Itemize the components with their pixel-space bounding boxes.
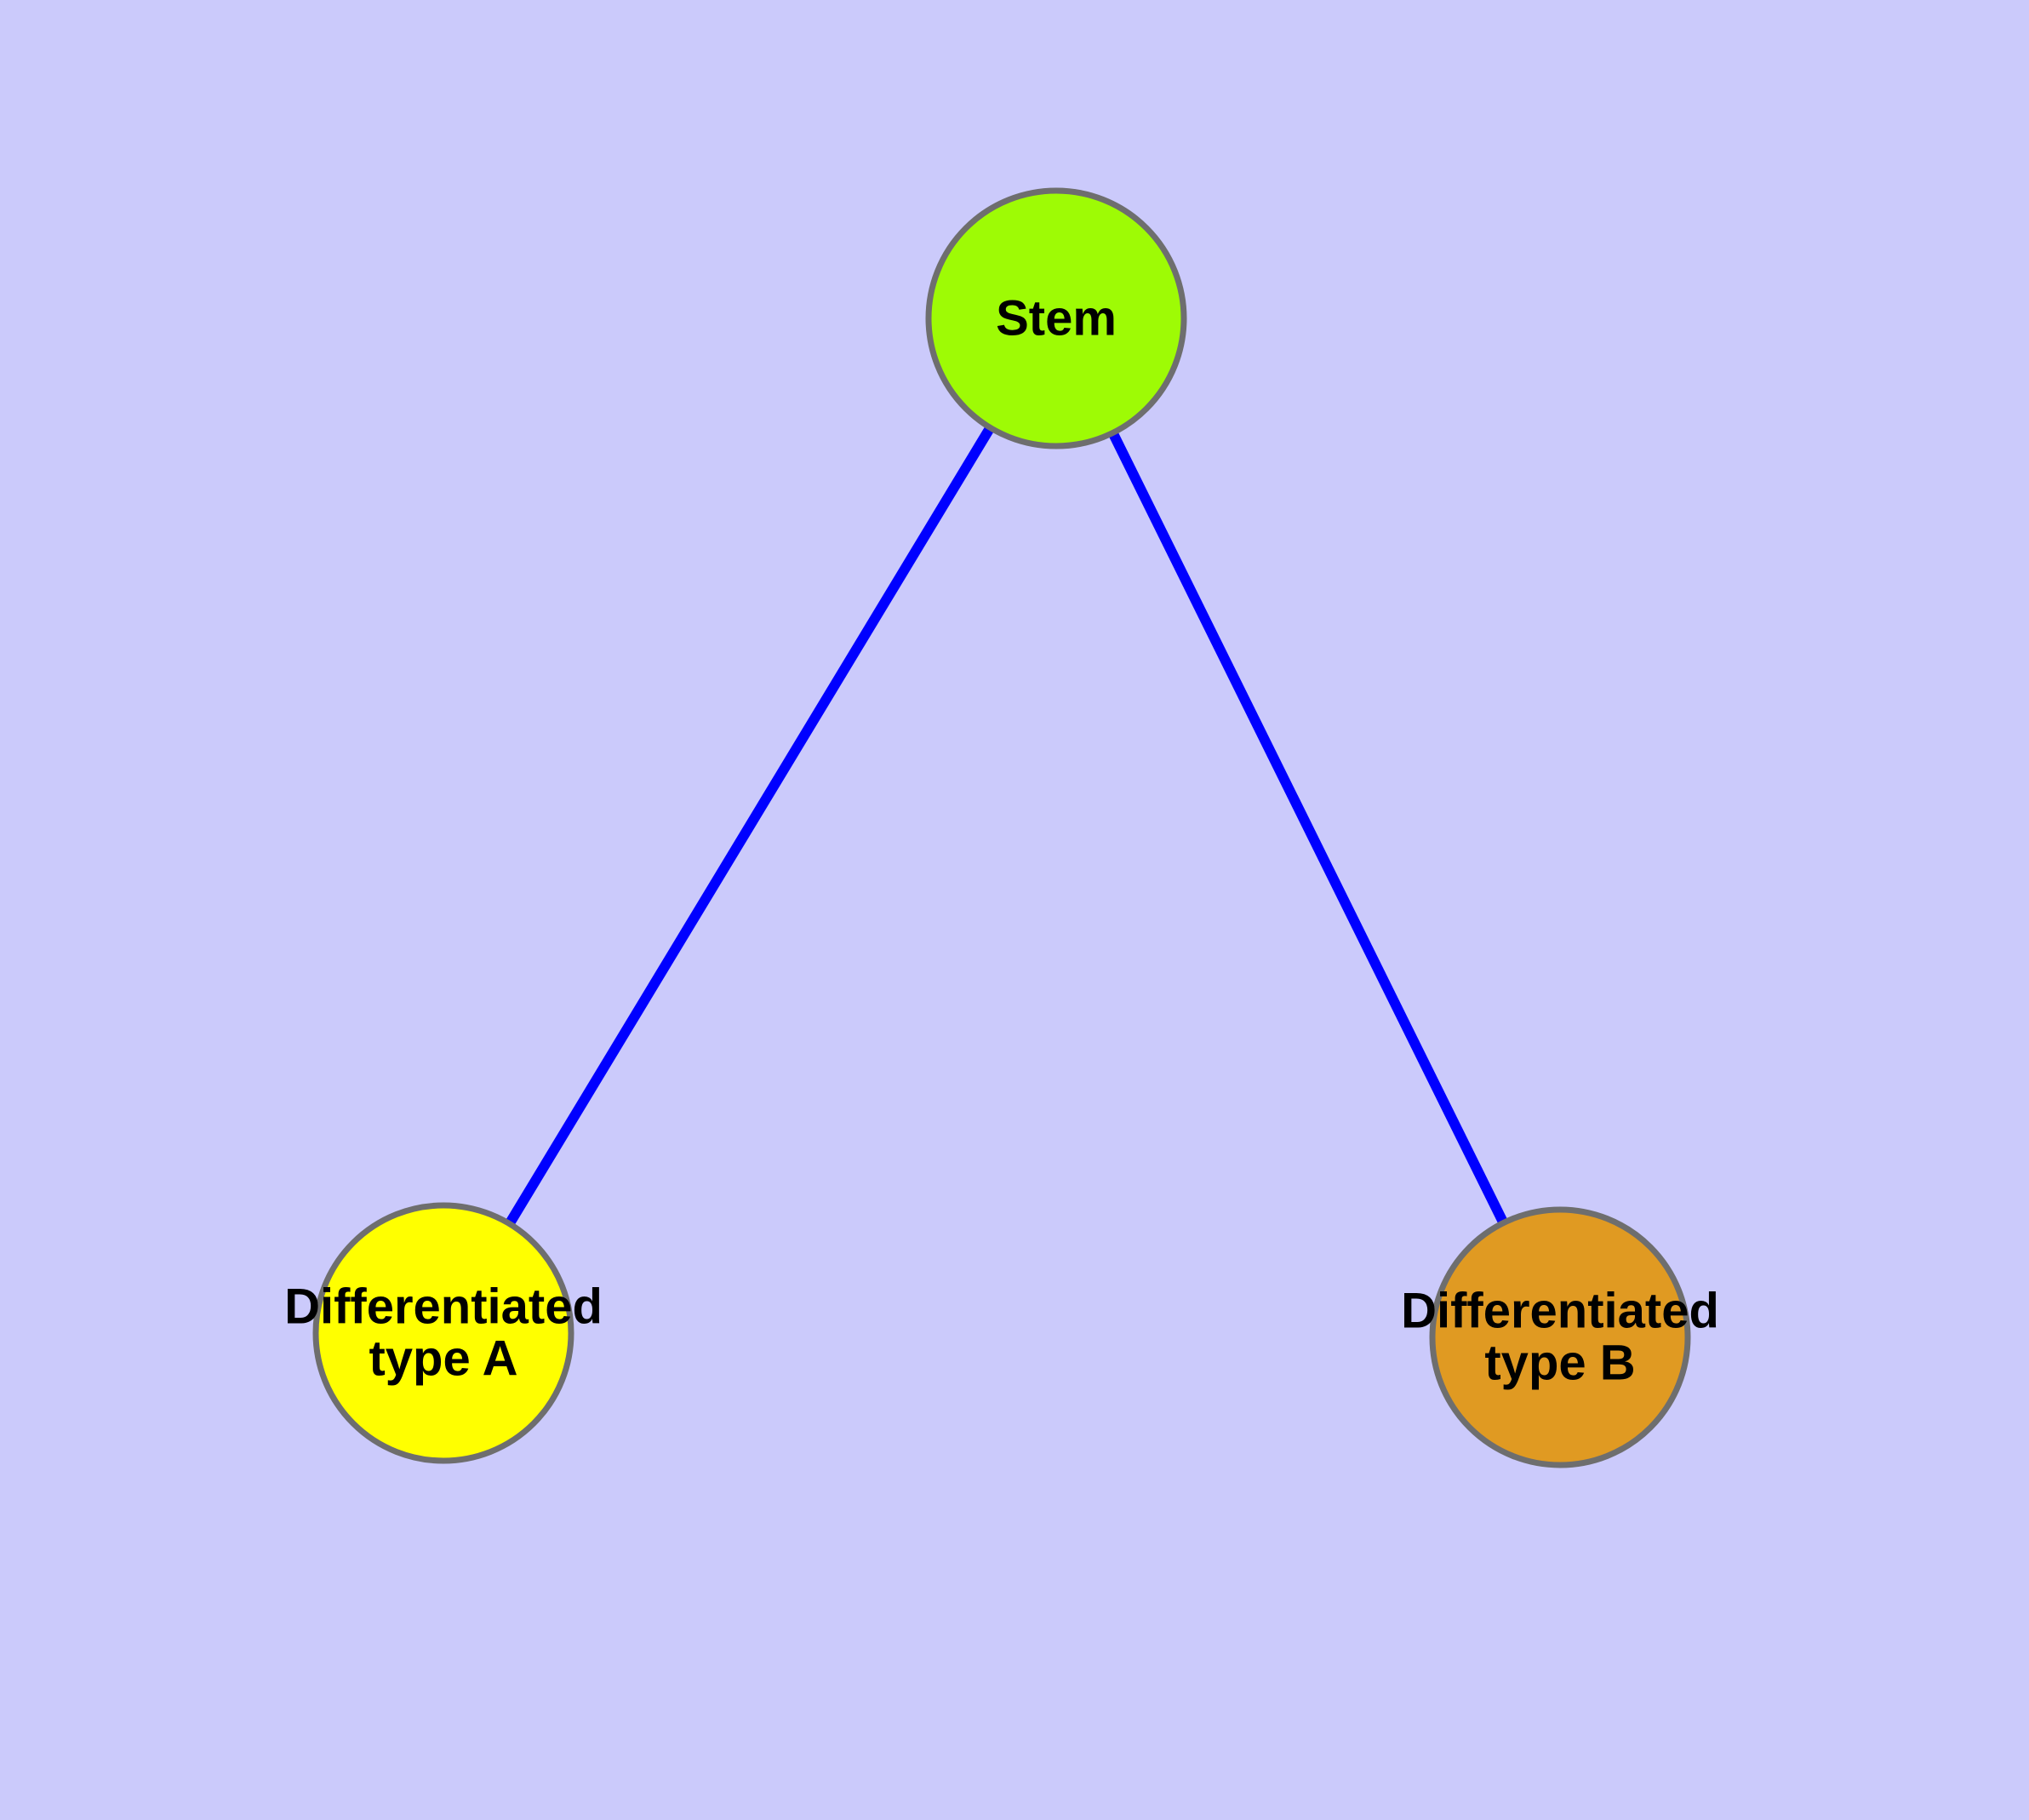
edges-group (503, 421, 1510, 1230)
node-stem[interactable] (925, 187, 1187, 449)
node-diff_b[interactable] (1429, 1206, 1691, 1468)
edge-stem-to-diff_a (503, 421, 997, 1230)
node-diff_a[interactable] (312, 1202, 574, 1464)
nodes-group (312, 187, 1691, 1468)
edge-stem-to-diff_b (1106, 427, 1510, 1228)
